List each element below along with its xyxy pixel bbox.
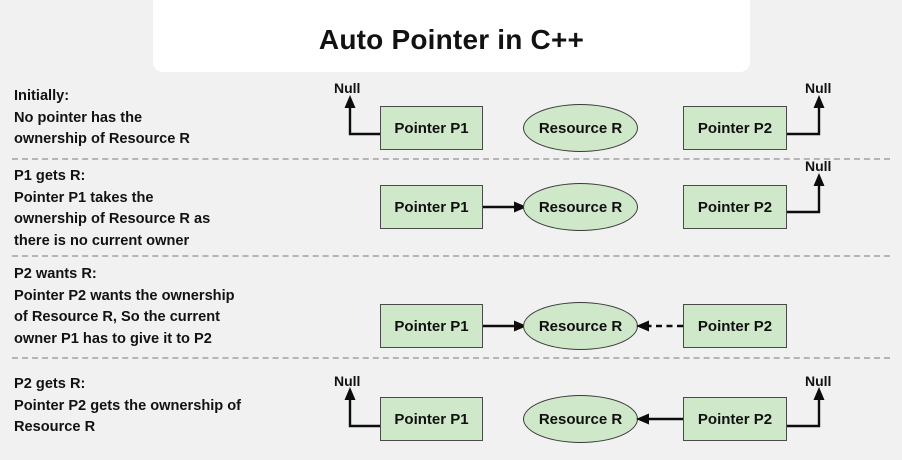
resource-r-ellipse-row3[interactable]: Resource R — [523, 302, 638, 350]
row-p2-gets-r-description: P2 gets R: Pointer P2 gets the ownership… — [14, 374, 314, 439]
pointer-p1-box-row1[interactable]: Pointer P1 — [380, 106, 483, 150]
pointer-p1-label-row4: Pointer P1 — [394, 410, 469, 428]
pointer-p1-box-row4[interactable]: Pointer P1 — [380, 397, 483, 441]
p1-null-label-row4: Null — [334, 373, 361, 389]
p2-to-resource-dashed-arrow-row3 — [636, 320, 683, 332]
resource-r-label-row1: Resource R — [538, 119, 623, 137]
divider-3 — [12, 357, 890, 359]
resource-r-label-row3: Resource R — [538, 317, 623, 335]
pointer-p2-label-row3: Pointer P2 — [697, 317, 773, 335]
resource-r-ellipse-row2[interactable]: Resource R — [523, 183, 638, 231]
resource-r-label-row4: Resource R — [538, 410, 623, 428]
divider-1 — [12, 158, 890, 160]
row-p2-gets-r-heading: P2 gets R: — [14, 376, 86, 392]
p2-to-resource-arrow-row4 — [636, 413, 683, 425]
pointer-p2-box-row2[interactable]: Pointer P2 — [683, 185, 787, 229]
p2-null-label-row2: Null — [805, 158, 832, 174]
pointer-p2-label-row1: Pointer P2 — [697, 119, 773, 137]
resource-r-ellipse-row1[interactable]: Resource R — [523, 104, 638, 152]
pointer-p1-label-row2: Pointer P1 — [394, 198, 469, 216]
p2-null-arrow-row2 — [787, 173, 825, 214]
p1-to-resource-arrow-row3 — [483, 320, 527, 332]
divider-2 — [12, 255, 890, 257]
p1-null-label-row1: Null — [334, 80, 361, 96]
pointer-p1-box-row2[interactable]: Pointer P1 — [380, 185, 483, 229]
p1-to-resource-arrow-row2 — [483, 201, 527, 213]
resource-r-label-row2: Resource R — [538, 198, 623, 216]
pointer-p2-box-row3[interactable]: Pointer P2 — [683, 304, 787, 348]
pointer-p1-label-row3: Pointer P1 — [394, 317, 469, 335]
row-p1-gets-r-heading: P1 gets R: — [14, 168, 86, 184]
pointer-p2-label-row2: Pointer P2 — [697, 198, 773, 216]
pointer-p2-label-row4: Pointer P2 — [697, 410, 773, 428]
page-title: Auto Pointer in C++ — [318, 24, 585, 55]
p1-null-arrow-row1 — [344, 95, 382, 136]
pointer-p1-box-row3[interactable]: Pointer P1 — [380, 304, 483, 348]
row-p2-wants-r-heading: P2 wants R: — [14, 266, 97, 282]
p2-null-label-row1: Null — [805, 80, 832, 96]
p1-null-arrow-row4 — [344, 387, 382, 428]
row-initially-heading: Initially: — [14, 88, 70, 104]
p2-null-arrow-row1 — [787, 95, 825, 136]
row-p2-wants-r-description: P2 wants R: Pointer P2 wants the ownersh… — [14, 264, 314, 350]
pointer-p2-box-row1[interactable]: Pointer P2 — [683, 106, 787, 150]
p2-null-arrow-row4 — [787, 387, 825, 428]
pointer-p1-label-row1: Pointer P1 — [394, 119, 469, 137]
resource-r-ellipse-row4[interactable]: Resource R — [523, 395, 638, 443]
p2-null-label-row4: Null — [805, 373, 832, 389]
title-banner: Auto Pointer in C++ — [153, 0, 750, 72]
pointer-p2-box-row4[interactable]: Pointer P2 — [683, 397, 787, 441]
